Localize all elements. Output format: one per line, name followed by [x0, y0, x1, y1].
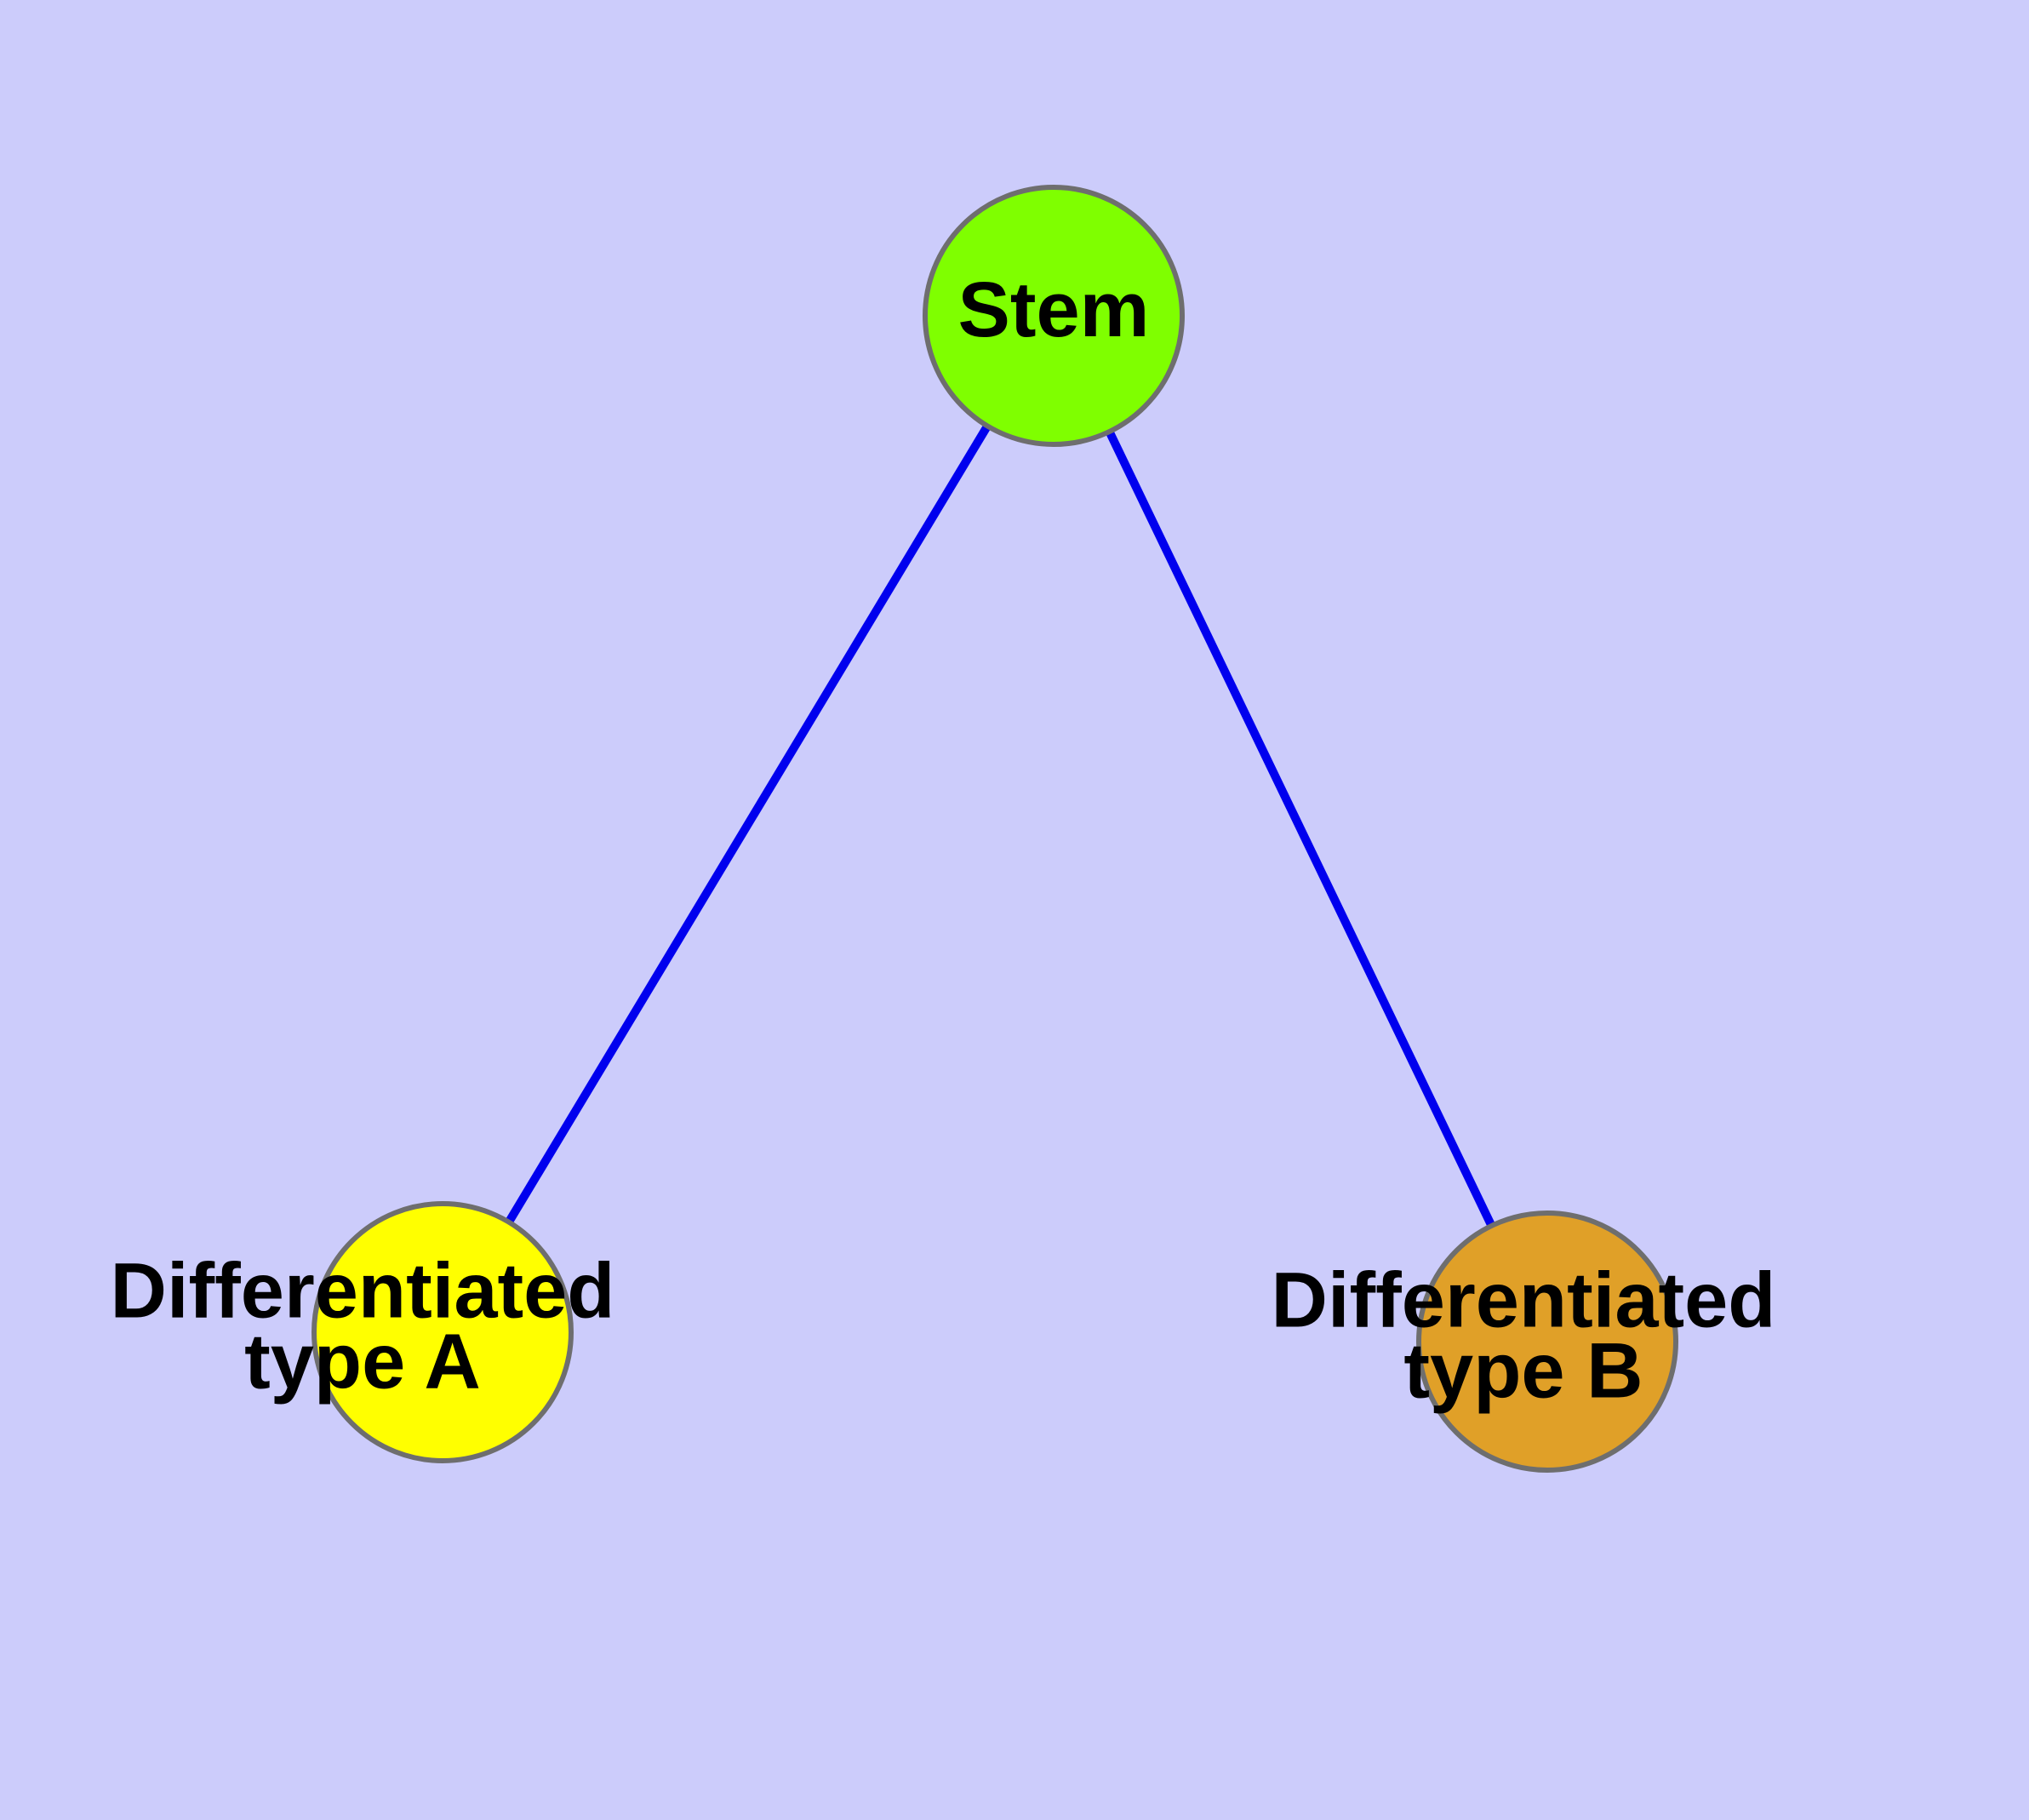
- graph-node-diff-type-a[interactable]: [311, 1201, 574, 1463]
- graph-edge-stem-to-a: [438, 313, 1058, 1335]
- graph-node-label-line: Differentiated: [1272, 1257, 1776, 1344]
- graph-node-label-line: Differentiated: [111, 1248, 615, 1335]
- edges-layer: [438, 313, 1552, 1344]
- graph-node-label-line: type A: [244, 1319, 481, 1405]
- graph-node-label-line: Stem: [958, 266, 1150, 353]
- graph-node-label-stem: Stem: [958, 266, 1150, 353]
- graph-edge-stem-to-b: [1049, 313, 1552, 1344]
- graph-node-label-line: type B: [1403, 1328, 1643, 1415]
- nodes-layer: [311, 185, 1678, 1473]
- graph-node-stem[interactable]: [923, 185, 1185, 447]
- graph-node-diff-type-b[interactable]: [1416, 1210, 1678, 1473]
